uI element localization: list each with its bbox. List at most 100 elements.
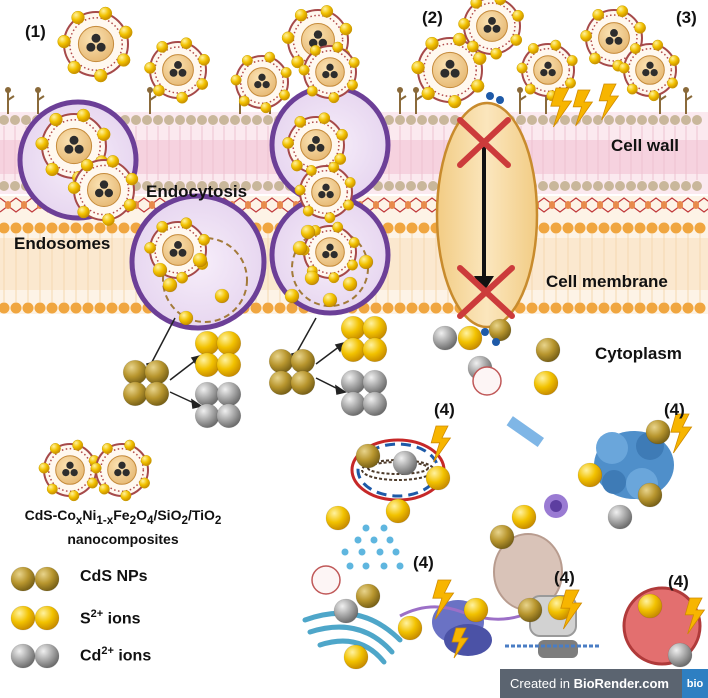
- peptide-node: [245, 203, 251, 209]
- ferrite-cluster: [174, 61, 182, 69]
- cds-surface-particle: [94, 68, 108, 83]
- cds-surface-particle: [580, 30, 592, 42]
- cds-surface-particle: [98, 6, 113, 21]
- peptide-node: [21, 203, 27, 209]
- cytoplasm-particle: [392, 450, 418, 476]
- cds-surface-particle: [106, 155, 120, 168]
- receptor-branch: [7, 95, 15, 101]
- lipid-head: [670, 302, 682, 314]
- cytoplasm-particle: [355, 583, 381, 609]
- lipid-head: [70, 222, 82, 234]
- lipid-head: [230, 181, 240, 191]
- ferrite-cluster: [483, 24, 492, 33]
- composite-core: [55, 455, 85, 485]
- lipid-head: [208, 115, 218, 125]
- released-ion: [358, 254, 374, 270]
- lipid-head: [406, 115, 416, 125]
- ros-droplet: [362, 562, 370, 570]
- credit-text: Created in BioRender.com: [500, 676, 682, 691]
- ferrite-cluster: [445, 59, 455, 69]
- receptor-branch: [37, 95, 45, 101]
- lipid-head: [46, 302, 58, 314]
- lipid-head: [82, 222, 94, 234]
- lipid-head: [241, 181, 251, 191]
- biorender-credit[interactable]: Created in BioRender.com bio: [500, 669, 708, 698]
- cds-surface-particle: [516, 62, 528, 74]
- nanocomposite: [144, 37, 210, 104]
- sulfide-ion-cluster: [216, 352, 242, 378]
- lightning-icon: [430, 425, 452, 463]
- composite-subscript: 2: [214, 513, 222, 527]
- cds-surface-particle: [198, 53, 210, 66]
- sulfide-ion-cluster: [340, 337, 366, 363]
- ferrite-cluster: [313, 30, 323, 39]
- lipid-head: [10, 302, 22, 314]
- ferrite-cluster: [262, 80, 270, 89]
- cds-surface-particle: [281, 31, 295, 44]
- lipid-head: [648, 115, 658, 125]
- ferrite-cluster: [307, 143, 316, 152]
- cds-surface-particle: [318, 112, 331, 125]
- peptide-node: [549, 203, 555, 209]
- sulfide-ion-cluster: [340, 315, 366, 341]
- lipid-head: [164, 181, 174, 191]
- released-ion: [214, 288, 230, 304]
- lipid-head: [58, 222, 70, 234]
- lipid-head: [550, 222, 562, 234]
- cds-surface-particle: [241, 55, 253, 66]
- receptor-head: [683, 87, 689, 93]
- ferrite-cluster: [540, 68, 548, 77]
- composite-text: CdS-Co: [24, 507, 76, 523]
- lipid-head: [262, 302, 274, 314]
- cds-np-cluster: [268, 348, 294, 374]
- lipid-head: [395, 115, 405, 125]
- small-vesicle: [311, 565, 341, 595]
- cds-surface-particle: [634, 21, 646, 34]
- cds-surface-particle: [524, 83, 536, 95]
- ferrite-cluster: [254, 80, 262, 89]
- ferrite-cluster: [330, 250, 338, 259]
- released-ion: [178, 310, 194, 326]
- lipid-head: [395, 181, 405, 191]
- biorender-logo-icon: bio: [682, 669, 708, 698]
- ros-droplet: [370, 536, 378, 544]
- step-label-1: (1): [25, 22, 46, 41]
- lipid-head: [370, 302, 382, 314]
- cytoplasm-particle-layer: [325, 419, 693, 670]
- lipid-head: [22, 302, 34, 314]
- ferrite-cluster: [488, 17, 496, 25]
- legend-text: S: [80, 610, 91, 628]
- cytoplasm-particle: [607, 504, 633, 530]
- lipid-head: [571, 181, 581, 191]
- lipid-head: [418, 222, 430, 234]
- legend-cd-ions-label: Cd2+ ions: [80, 645, 151, 665]
- legend-text: ions: [103, 610, 141, 628]
- cds-surface-particle: [348, 237, 360, 248]
- lipid-head: [648, 181, 658, 191]
- ferrite-cluster: [62, 468, 70, 477]
- cds-surface-particle: [45, 162, 59, 177]
- cds-surface-particle: [176, 91, 189, 104]
- receptor-head: [397, 87, 403, 93]
- ferrite-cluster: [122, 468, 130, 477]
- composite-core: [107, 455, 137, 485]
- cds-surface-particle: [176, 271, 189, 284]
- step-label-4: (4): [413, 553, 434, 572]
- cds-surface-particle: [328, 92, 340, 104]
- ferrite-cluster: [326, 190, 334, 199]
- peptide-node: [581, 203, 587, 209]
- receptor-head: [35, 87, 41, 93]
- composite-text: Ni: [82, 507, 97, 523]
- ion-dot: [496, 96, 504, 104]
- cds-surface-particle: [35, 136, 49, 151]
- cds-surface-particle: [67, 60, 81, 75]
- lipid-head: [250, 302, 262, 314]
- cytoplasm-particle: [511, 504, 537, 530]
- lipid-head: [598, 302, 610, 314]
- cds-surface-particle: [180, 37, 193, 50]
- ferrite-cluster: [169, 68, 178, 77]
- cds-surface-particle: [452, 32, 467, 47]
- cds-surface-particle: [123, 198, 137, 212]
- lipid-head: [0, 222, 10, 234]
- lipid-head: [562, 302, 574, 314]
